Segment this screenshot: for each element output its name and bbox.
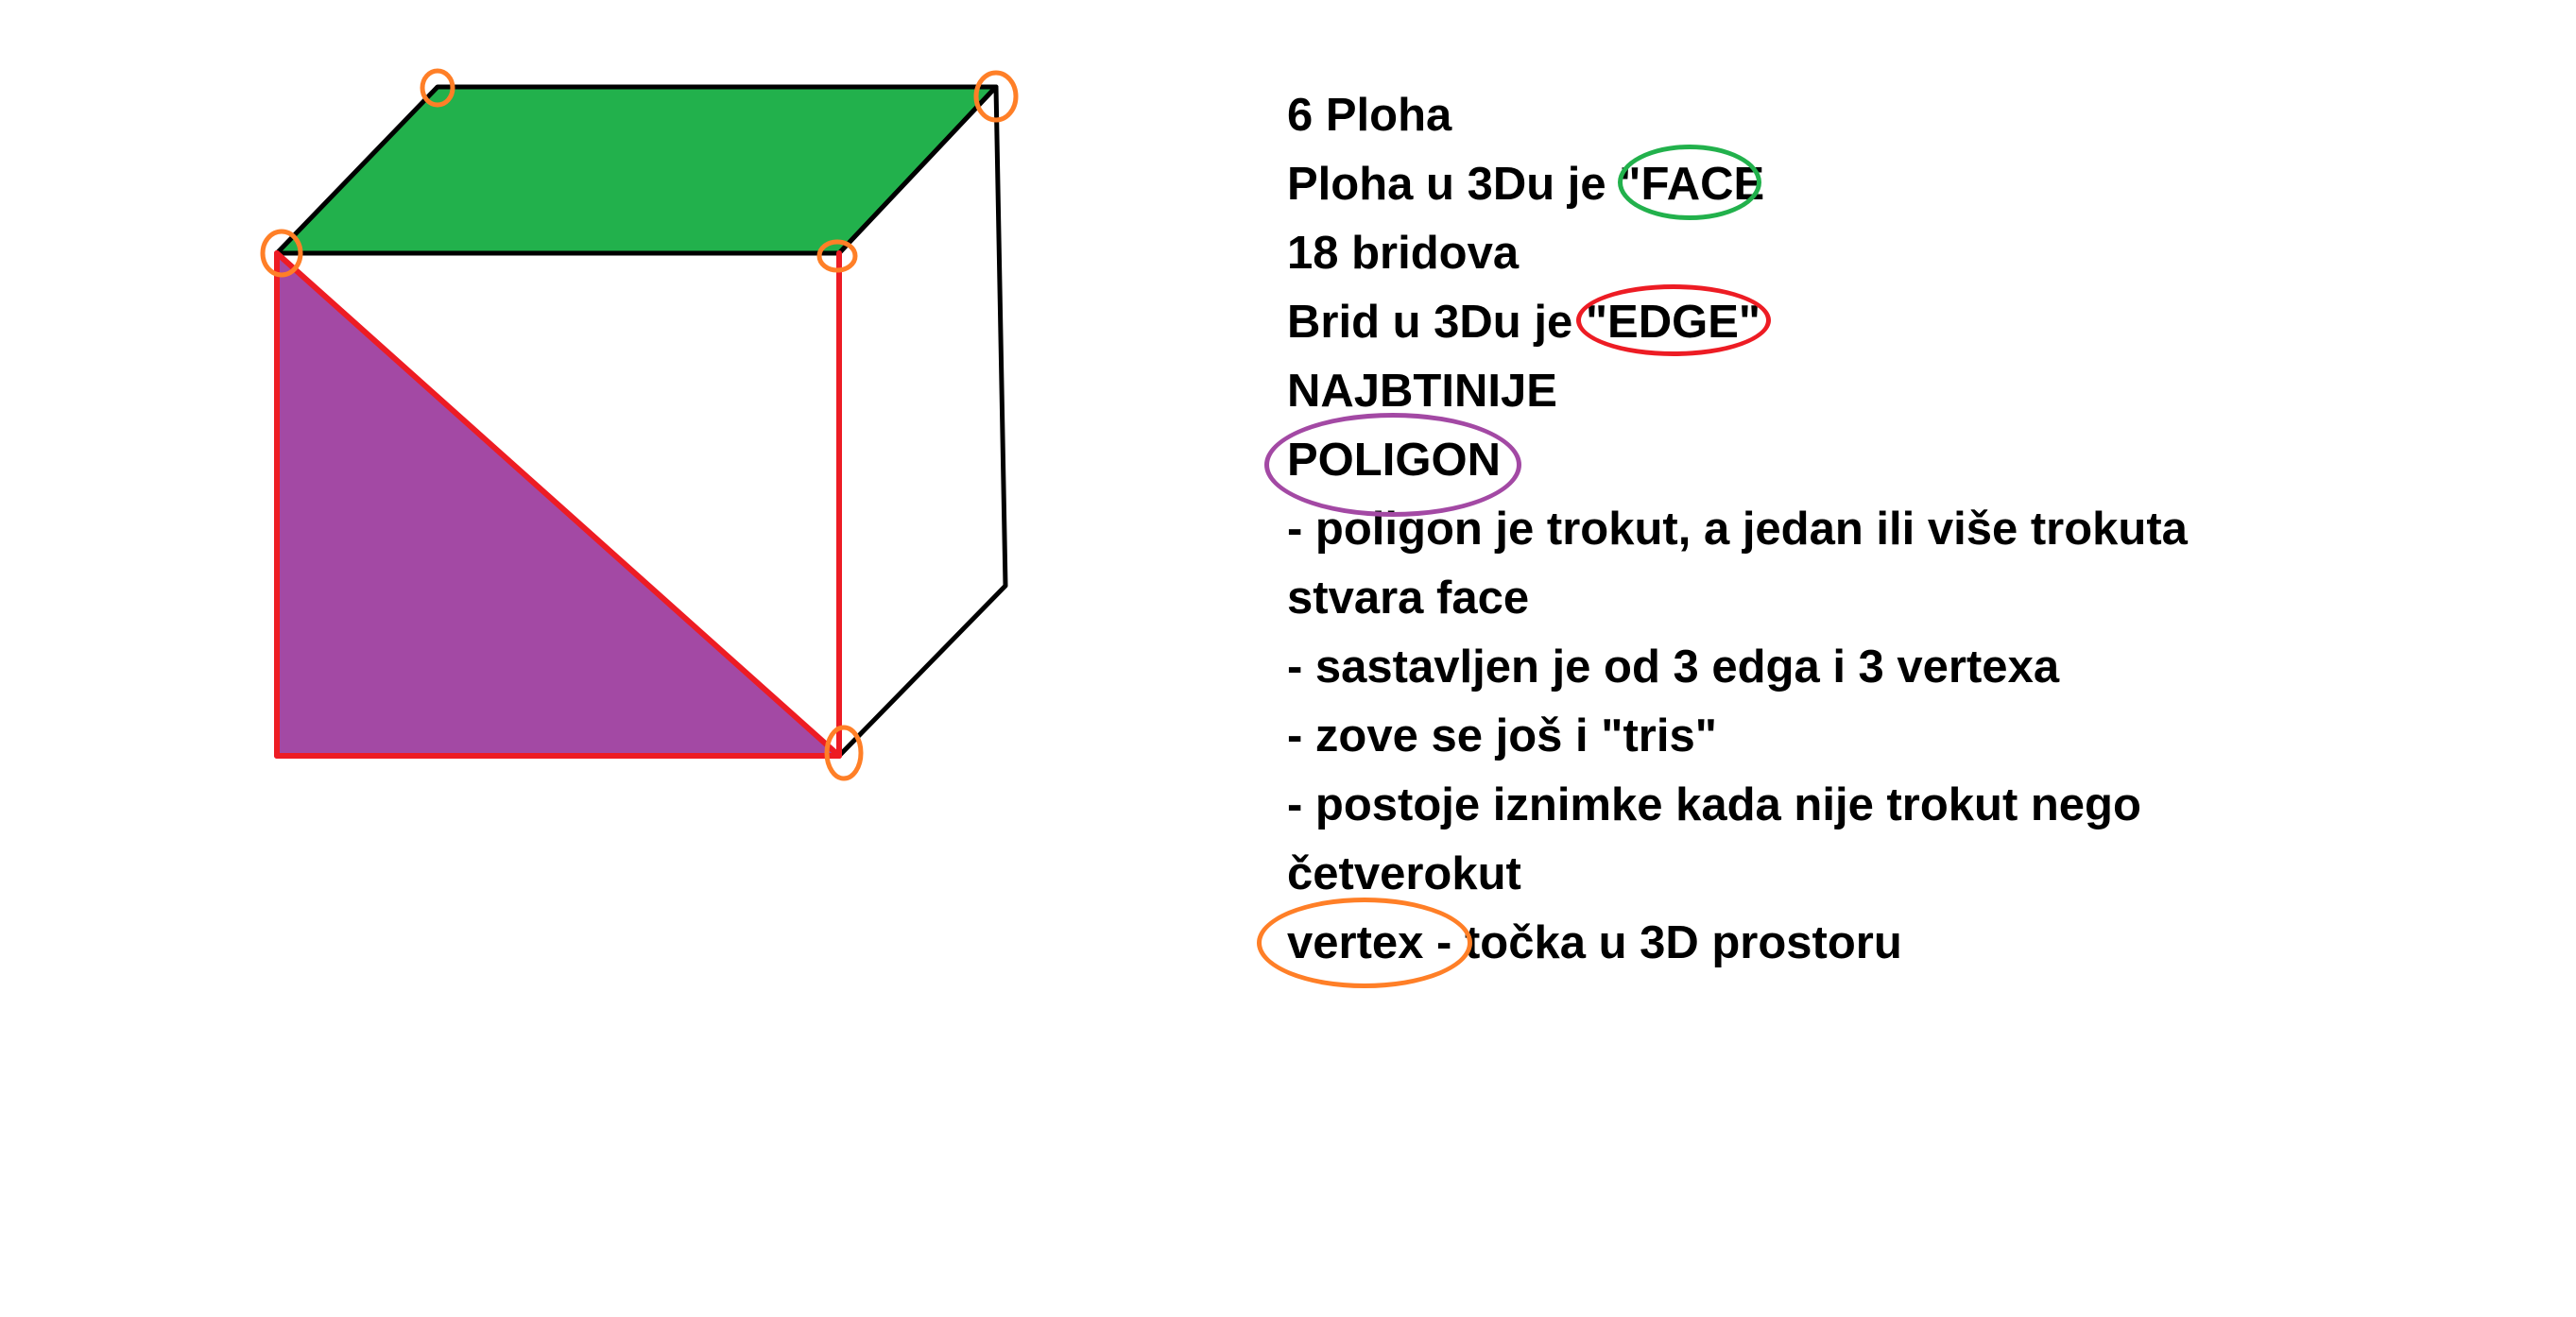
note-text: Ploha u 3Du je " (1287, 159, 1641, 210)
vertex-markers (260, 68, 1019, 781)
note-text: - točka u 3D prostoru (1423, 917, 1902, 968)
vertex-top-front-right (816, 239, 858, 273)
highlighted-edges (274, 250, 842, 759)
cube-diagram (260, 68, 1019, 781)
note-line-7: - poligon je trokut, a jedan ili više tr… (1287, 495, 2188, 564)
face-term-text: FACE (1640, 159, 1765, 210)
note-line-3: 18 bridova (1287, 219, 2188, 288)
note-text: - zove se još i "tris" (1287, 710, 1717, 761)
vertex-top-back-right (973, 70, 1019, 123)
note-line-12: četverokut (1287, 840, 2188, 909)
note-text: Brid u 3Du je (1287, 297, 1586, 348)
note-line-13: vertex - točka u 3D prostoru (1257, 898, 2188, 988)
poligon-term: POLIGON (1264, 413, 1521, 517)
edge-term: "EDGE" (1575, 284, 1771, 357)
vertex-bottom-front-right (824, 725, 864, 781)
note-text: četverokut (1287, 848, 1521, 899)
note-text: - poligon je trokut, a jedan ili više tr… (1287, 504, 2188, 555)
note-line-8: stvara face (1287, 564, 2188, 633)
note-line-4: Brid u 3Du je "EDGE" (1287, 284, 2188, 357)
note-line-2: Ploha u 3Du je "FACE (1287, 145, 2188, 220)
edge-diagonal (274, 250, 842, 759)
note-line-10: - zove se još i "tris" (1287, 702, 2188, 771)
note-text: - sastavljen je od 3 edga i 3 vertexa (1287, 641, 2060, 693)
note-line-11: - postoje iznimke kada nije trokut nego (1287, 771, 2188, 840)
note-text: NAJBTINIJE (1287, 366, 1557, 417)
notes-text: 6 Ploha Ploha u 3Du je "FACE 18 bridova … (1257, 81, 2188, 988)
note-text: - postoje iznimke kada nije trokut nego (1287, 779, 2141, 830)
vertex-top-back-left (420, 68, 455, 108)
vertex-term: vertex (1257, 898, 1472, 988)
note-text: stvara face (1287, 573, 1530, 624)
note-line-6: POLIGON (1264, 413, 2188, 517)
note-line-1: 6 Ploha (1287, 81, 2188, 150)
note-text: 6 Ploha (1287, 90, 1452, 141)
vertex-term-text: vertex (1287, 917, 1424, 968)
note-text: 18 bridova (1287, 228, 1520, 279)
face-term: FACE (1618, 145, 1765, 220)
note-line-5: NAJBTINIJE (1287, 357, 2188, 426)
edge-term-text: "EDGE" (1585, 297, 1761, 348)
poligon-term-text: POLIGON (1287, 435, 1501, 486)
note-line-9: - sastavljen je od 3 edga i 3 vertexa (1287, 633, 2188, 702)
vertex-top-front-left (260, 229, 303, 278)
